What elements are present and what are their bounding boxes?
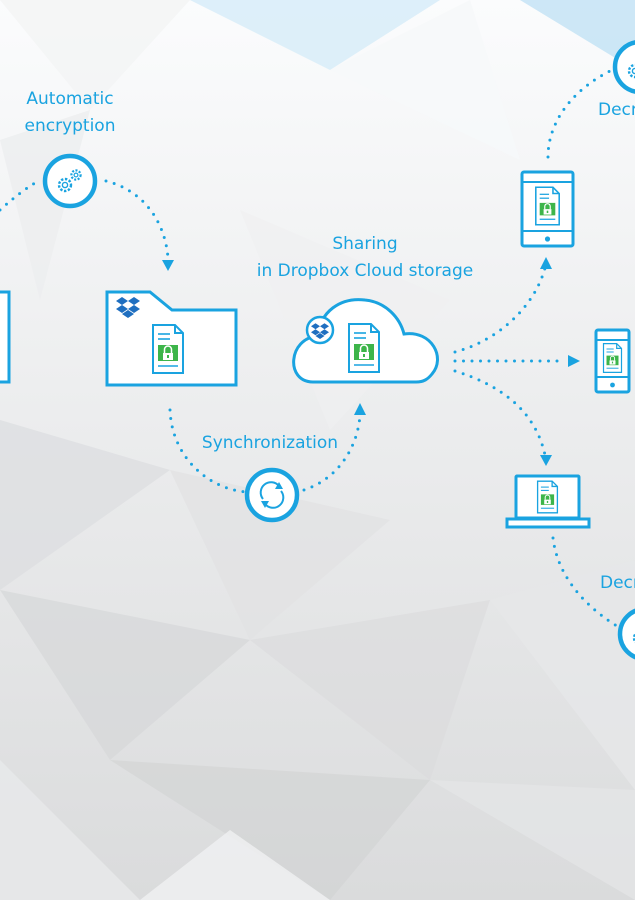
connector-tablet-to-gear [546, 68, 614, 159]
connector-cloud-to-tablet [453, 266, 547, 354]
connector-lines [0, 68, 622, 630]
cloud-icon [292, 298, 439, 384]
gear-icon [42, 153, 98, 209]
connector-folder-to-sync [168, 408, 249, 494]
decryption-top-label: Decr [598, 100, 635, 120]
encrypted-document-icon [536, 480, 559, 514]
tablet-icon [520, 170, 575, 248]
automatic-encryption-line-1: Automatic [26, 89, 114, 109]
sharing-label: Sharing in Dropbox Cloud storage [255, 231, 475, 285]
decryption-bottom-label: Decr [600, 573, 635, 593]
automatic-encryption-label: Automatic encryption [10, 86, 130, 140]
sharing-line-2: in Dropbox Cloud storage [256, 261, 474, 281]
encrypted-document-icon [152, 324, 184, 374]
encrypted-document-icon [535, 186, 560, 226]
synchronization-label: Synchronization [201, 433, 339, 453]
connector-gear-to-folder [104, 179, 170, 260]
arrow-icon [568, 355, 580, 367]
encrypted-document-icon [348, 323, 380, 373]
arrow-icon [162, 260, 174, 271]
sync-icon [244, 467, 300, 523]
arrow-icons [162, 257, 580, 466]
arrow-icon [540, 455, 552, 466]
arrow-icon [540, 257, 552, 269]
laptop-icon [505, 474, 591, 529]
folder-icon [105, 290, 238, 387]
phone-icon [594, 328, 631, 394]
encrypted-document-icon [602, 343, 623, 373]
source-device-partial [0, 290, 11, 384]
connector-sync-to-cloud [302, 413, 362, 492]
gear-icon [617, 608, 635, 660]
arrow-icon [354, 403, 366, 415]
sharing-line-1: Sharing [332, 234, 398, 254]
connector-laptop-to-gear [551, 536, 622, 630]
gear-icon [612, 40, 635, 94]
automatic-encryption-line-2: encryption [24, 116, 116, 136]
